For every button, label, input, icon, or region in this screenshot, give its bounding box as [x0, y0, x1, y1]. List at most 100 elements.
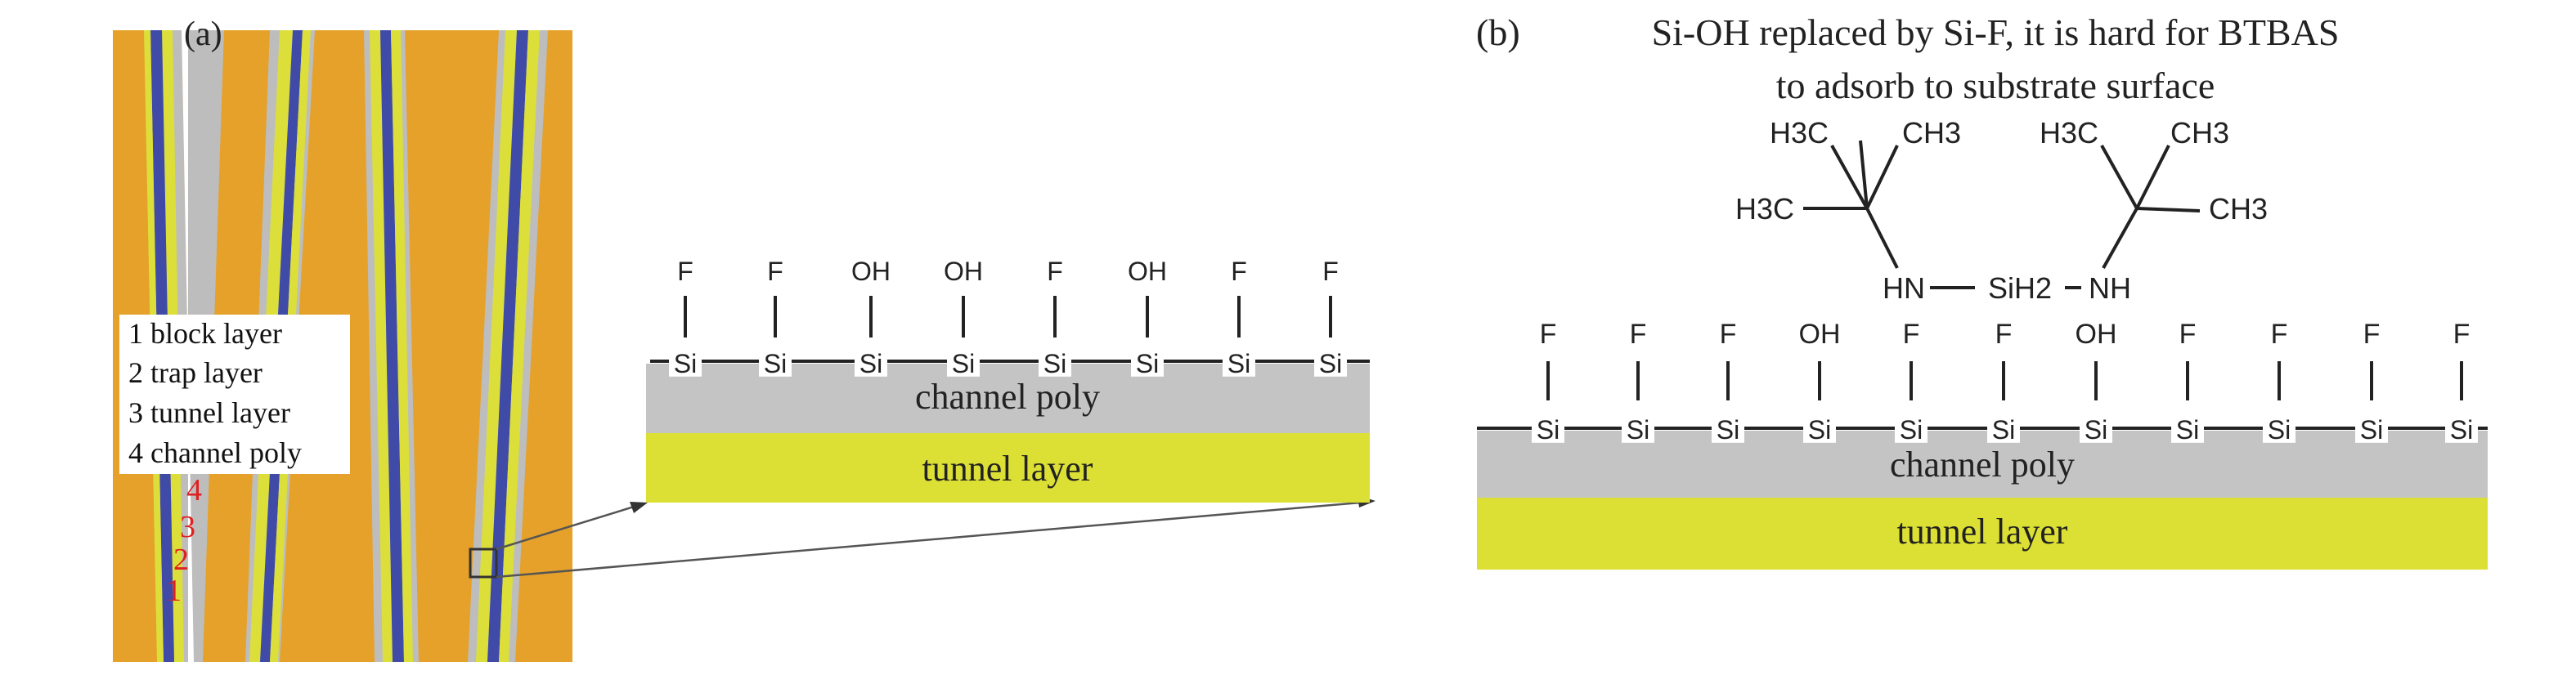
- legend-item-block-layer: 1 block layer: [128, 317, 282, 350]
- legend-item-tunnel-layer: 3 tunnel layer: [128, 396, 290, 429]
- channel-hole-4: [468, 30, 548, 662]
- panel-b-hydroxyl-group: OH: [1799, 319, 1841, 350]
- panel-b-fluorine-group: F: [1540, 319, 1557, 350]
- panel-b-fluorine-group: F: [1903, 319, 1920, 350]
- zoom-si-atom: Si: [859, 349, 882, 378]
- zoom-si-atom: Si: [1319, 349, 1342, 378]
- layer-number-2: 2: [173, 543, 189, 577]
- zoom-fluorine-group: F: [677, 257, 693, 286]
- zoom-si-label-background: [1131, 351, 1164, 377]
- panel-b-fluorine-group: F: [1995, 319, 2013, 350]
- panel-b-si-label-background: [1532, 418, 1564, 443]
- zoom-hydroxyl-group: OH: [851, 257, 891, 286]
- panel-b-si-atom: Si: [2085, 415, 2107, 445]
- panel-a: (a) 1 block layer 2 trap layer 3 tunnel …: [113, 16, 1376, 662]
- zoom-si-atom: Si: [1043, 349, 1066, 378]
- panel-b-si-label-background: [1895, 418, 1928, 443]
- zoom-hydroxyl-group: OH: [1128, 257, 1167, 286]
- zoom-channel-poly-label: channel poly: [915, 377, 1100, 417]
- zoom-marker-box: [469, 548, 498, 579]
- panel-b-si-label-background: [1987, 418, 2020, 443]
- zoom-fluorine-group: F: [767, 257, 783, 286]
- zoom-si-label-background: [669, 351, 702, 377]
- panel-b: (b) Si-OH replaced by Si-F, it is hard f…: [1476, 11, 2488, 570]
- panel-b-si-atom: Si: [1992, 415, 2015, 445]
- legend-item-channel-poly: 4 channel poly: [128, 436, 302, 469]
- panel-b-fluorine-group: F: [2271, 319, 2288, 350]
- tunnel-layer: [1477, 498, 2488, 570]
- surface-atoms: Si F Si F Si F Si OH Si F Si F Si OH Si F Si F Si F Si F: [1477, 319, 2488, 445]
- layer-legend: 1 block layer 2 trap layer 3 tunnel laye…: [119, 315, 350, 474]
- zoom-callout-line-bottom: [496, 500, 1371, 579]
- zoom-si-atom: Si: [674, 349, 697, 378]
- panel-b-fluorine-group: F: [2179, 319, 2197, 350]
- panel-b-fluorine-group: F: [2453, 319, 2471, 350]
- layer-number-1: 1: [166, 574, 182, 608]
- panel-b-fluorine-group: F: [1630, 319, 1647, 350]
- zoom-si-label-background: [855, 351, 887, 377]
- panel-b-title-line-2: to adsorb to substrate surface: [1776, 65, 2215, 106]
- layer-number-3: 3: [180, 510, 195, 544]
- zoom-callout-line-top: [496, 503, 643, 551]
- zoom-si-label-background: [947, 351, 980, 377]
- zoom-callout-arrow-top: [630, 502, 648, 513]
- panel-b-title-line-1: Si-OH replaced by Si-F, it is hard for B…: [1652, 11, 2340, 53]
- h3c-top-right-label: H3C: [2040, 116, 2098, 150]
- zoom-surface-atoms: Si F Si F Si OH Si OH Si F Si OH Si F Si F: [650, 257, 1370, 378]
- zoom-si-atom: Si: [1136, 349, 1159, 378]
- layer-number-4: 4: [186, 473, 202, 507]
- zoom-hydroxyl-group: OH: [944, 257, 983, 286]
- zoom-si-atom: Si: [952, 349, 975, 378]
- zoom-fluorine-group: F: [1322, 257, 1339, 286]
- panel-b-si-label-background: [2263, 418, 2296, 443]
- zoom-si-atom: Si: [764, 349, 787, 378]
- panel-b-si-atom: Si: [1627, 415, 1649, 445]
- zoom-si-atom: Si: [1227, 349, 1250, 378]
- zoom-tunnel-layer-label: tunnel layer: [922, 449, 1093, 489]
- panel-b-si-atom: Si: [2450, 415, 2473, 445]
- hn-label: HN: [1883, 271, 1925, 305]
- panel-b-si-atom: Si: [2360, 415, 2383, 445]
- h3c-top-left-label: H3C: [1770, 116, 1829, 150]
- ch3-top-left-label: CH3: [1902, 116, 1961, 150]
- legend-item-trap-layer: 2 trap layer: [128, 356, 263, 389]
- channel-hole-3: [364, 30, 419, 662]
- panel-b-substrate: channel poly tunnel layer SiFSiFSiFSiOHS…: [1477, 319, 2488, 570]
- panel-b-si-label-background: [1622, 418, 1654, 443]
- channel-poly-label: channel poly: [1890, 445, 2075, 485]
- panel-b-si-atom: Si: [2268, 415, 2291, 445]
- sih2-label: SiH2: [1988, 271, 2052, 305]
- panel-b-si-atom: Si: [1717, 415, 1739, 445]
- panel-b-si-label-background: [2171, 418, 2204, 443]
- zoom-fluorine-group: F: [1047, 257, 1063, 286]
- zoom-si-label-background: [1223, 351, 1255, 377]
- zoom-si-label-background: [1314, 351, 1347, 377]
- btbas-molecule: H3C CH3 H3C H3C CH3 CH3 HN SiH2 NH: [1735, 116, 2268, 305]
- panel-b-si-label-background: [1712, 418, 1744, 443]
- panel-b-si-atom: Si: [1900, 415, 1923, 445]
- layer-number-markers: 4 3 2 1: [166, 473, 202, 608]
- tunnel-layer-label: tunnel layer: [1897, 512, 2068, 552]
- zoomed-surface: channel poly tunnel layer Si F Si F Si OH Si OH…: [646, 257, 1370, 503]
- panel-b-si-atom: Si: [1537, 415, 1560, 445]
- ch3-mid-right-label: CH3: [2209, 192, 2268, 226]
- zoom-fluorine-group: F: [1231, 257, 1247, 286]
- panel-b-fluorine-group: F: [2363, 319, 2381, 350]
- panel-a-label: (a): [184, 16, 222, 53]
- panel-b-si-label-background: [1803, 418, 1836, 443]
- nh-label: NH: [2089, 271, 2131, 305]
- ch3-top-right-label: CH3: [2170, 116, 2229, 150]
- panel-b-si-atom: Si: [1808, 415, 1831, 445]
- zoom-tunnel-layer: [646, 433, 1370, 503]
- panel-b-label: (b): [1476, 11, 1520, 53]
- zoom-si-label-background: [759, 351, 792, 377]
- panel-b-si-atom: Si: [2176, 415, 2199, 445]
- panel-b-hydroxyl-group: OH: [2076, 319, 2117, 350]
- panel-b-si-label-background: [2080, 418, 2112, 443]
- zoom-si-label-background: [1039, 351, 1071, 377]
- panel-b-si-label-background: [2445, 418, 2478, 443]
- panel-b-fluorine-group: F: [1720, 319, 1737, 350]
- h3c-mid-left-label: H3C: [1735, 192, 1794, 226]
- panel-b-si-label-background: [2355, 418, 2388, 443]
